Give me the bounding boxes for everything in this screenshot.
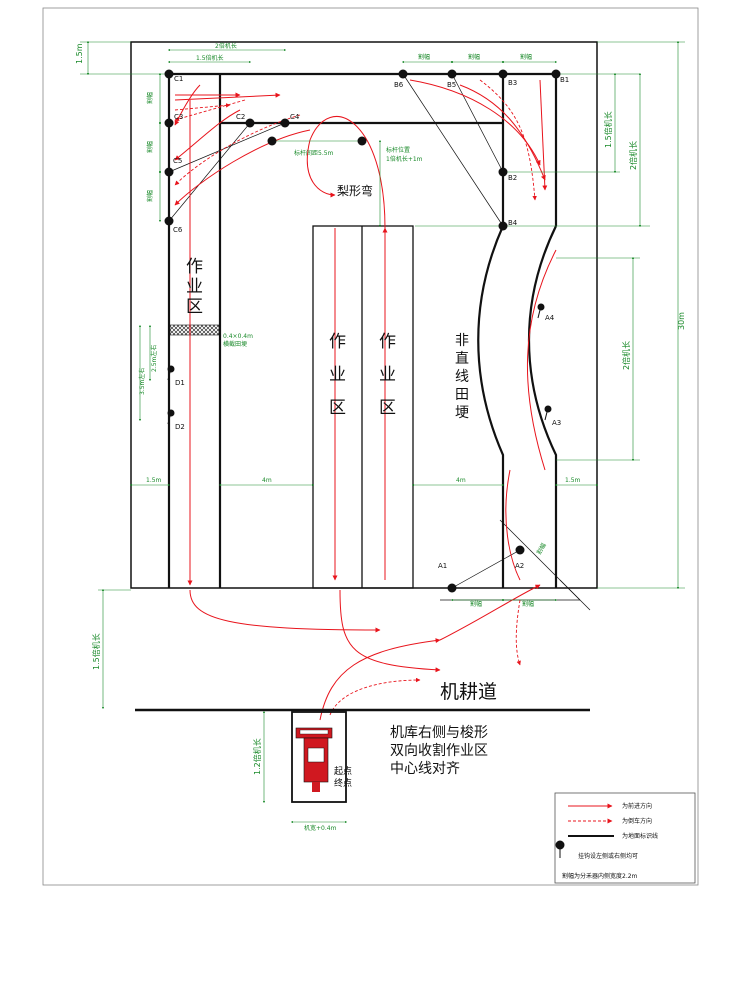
svg-text:4m: 4m [456, 477, 466, 484]
svg-text:1.2倍机长: 1.2倍机长 [252, 738, 262, 775]
zone-mid2: 作 业 区 [379, 332, 396, 418]
svg-text:割幅: 割幅 [468, 53, 480, 61]
svg-text:割幅: 割幅 [470, 600, 482, 608]
label-C4: C4 [290, 113, 300, 121]
svg-text:30m: 30m [677, 312, 686, 330]
svg-text:1.5m: 1.5m [565, 477, 581, 484]
svg-text:业: 业 [186, 277, 203, 297]
svg-text:机宽+0.4m: 机宽+0.4m [304, 824, 337, 832]
svg-text:田: 田 [455, 387, 469, 403]
svg-text:2倍机长: 2倍机长 [628, 141, 638, 170]
label-A2: A2 [515, 562, 524, 570]
dimension-labels: 1.5m 30m 2倍机长 1.5倍机长 割幅 割幅 割幅 割幅 割幅 割幅 1… [75, 42, 686, 832]
svg-text:割幅: 割幅 [522, 600, 534, 608]
svg-text:埂: 埂 [455, 405, 469, 421]
dimension-lines [80, 40, 685, 824]
svg-text:中心线对齐: 中心线对齐 [390, 761, 460, 777]
label-B2: B2 [508, 174, 517, 182]
label-C1: C1 [174, 75, 183, 83]
label-C6: C6 [173, 226, 183, 234]
svg-text:机库右侧与梭形: 机库右侧与梭形 [390, 724, 488, 741]
svg-text:1.5倍机长: 1.5倍机长 [603, 111, 613, 148]
zone-non-straight: 非 直 线 田 埂 [455, 333, 469, 421]
label-B3: B3 [508, 79, 517, 87]
svg-text:1.5倍机长: 1.5倍机长 [196, 54, 224, 62]
ground-lines [167, 72, 558, 589]
svg-text:4m: 4m [262, 477, 272, 484]
label-A3: A3 [552, 419, 561, 427]
svg-text:作: 作 [379, 332, 396, 352]
label-B5: B5 [447, 81, 456, 89]
label-B6: B6 [394, 81, 404, 89]
label-D2: D2 [175, 423, 185, 431]
svg-text:1倍机长+1m: 1倍机长+1m [386, 155, 423, 163]
legend-reverse: 为倒车方向 [622, 817, 652, 825]
svg-text:双向收割作业区: 双向收割作业区 [390, 742, 488, 759]
svg-text:割幅: 割幅 [146, 190, 154, 202]
zone-mid1: 作 业 区 [329, 332, 346, 418]
svg-text:标杆间距5.5m: 标杆间距5.5m [294, 149, 334, 157]
svg-text:3.5m左右: 3.5m左右 [138, 368, 146, 395]
svg-text:直: 直 [455, 350, 469, 367]
label-C5: C5 [173, 157, 182, 165]
svg-text:割幅: 割幅 [535, 542, 548, 556]
control-points [164, 69, 561, 593]
svg-text:标杆位置: 标杆位置 [386, 146, 410, 154]
label-C2: C2 [236, 113, 245, 121]
legend-box [554, 792, 696, 884]
svg-text:1.5倍机长: 1.5倍机长 [91, 633, 101, 670]
svg-text:业: 业 [379, 365, 396, 385]
svg-text:0.4×0.4m: 0.4×0.4m [223, 333, 253, 340]
svg-text:割幅: 割幅 [418, 53, 430, 61]
svg-text:1.5m: 1.5m [75, 43, 84, 64]
label-B4: B4 [508, 219, 518, 227]
legend-forward: 为前进方向 [622, 802, 652, 810]
svg-text:2.5m左右: 2.5m左右 [150, 345, 158, 372]
garage-box [291, 711, 347, 803]
label-A4: A4 [545, 314, 555, 322]
forward-paths [174, 79, 557, 721]
zone-left: 作 业 区 [186, 257, 203, 317]
pear-turn-label: 梨形弯 [337, 183, 373, 198]
svg-text:作: 作 [329, 332, 346, 352]
legend-ground-line: 为地面标识线 [622, 832, 658, 840]
label-D1: D1 [175, 379, 185, 387]
guide-lines [168, 73, 591, 611]
svg-text:割幅: 割幅 [146, 141, 154, 153]
legend-pole-note: 挂钩设左侧或右侧均可 [578, 852, 638, 860]
svg-text:横截田埂: 横截田埂 [223, 340, 247, 348]
svg-text:割幅: 割幅 [146, 92, 154, 104]
page-frame [42, 7, 699, 886]
svg-text:区: 区 [329, 398, 346, 418]
garage-note: 机库右侧与梭形 双向收割作业区 中心线对齐 [390, 724, 488, 777]
svg-text:区: 区 [379, 398, 396, 418]
label-B1: B1 [560, 76, 569, 84]
svg-text:2倍机长: 2倍机长 [621, 341, 631, 370]
svg-text:起点: 起点 [334, 766, 352, 777]
svg-text:割幅: 割幅 [520, 53, 532, 61]
label-A1: A1 [438, 562, 447, 570]
svg-text:2倍机长: 2倍机长 [215, 42, 237, 50]
cross-ditch [169, 324, 220, 336]
legend-footnote: 割幅为分禾器内侧宽度2.2m [562, 872, 638, 880]
svg-text:区: 区 [186, 297, 203, 317]
road-label: 机耕道 [440, 681, 497, 703]
svg-text:终点: 终点 [334, 777, 352, 789]
svg-text:作: 作 [186, 257, 203, 277]
svg-text:1.5m: 1.5m [146, 477, 162, 484]
legend: 为前进方向 为倒车方向 为地面标识线 挂钩设左侧或右侧均可 割幅为分禾器内侧宽度… [562, 802, 658, 880]
post-markers [167, 303, 565, 858]
reverse-paths [174, 79, 537, 716]
label-C3: C3 [174, 113, 183, 121]
harvester-icon [295, 727, 333, 792]
svg-text:非: 非 [455, 333, 469, 349]
svg-text:业: 业 [329, 365, 346, 385]
start-end-label: 起点 终点 [334, 766, 352, 789]
svg-text:线: 线 [455, 369, 469, 385]
